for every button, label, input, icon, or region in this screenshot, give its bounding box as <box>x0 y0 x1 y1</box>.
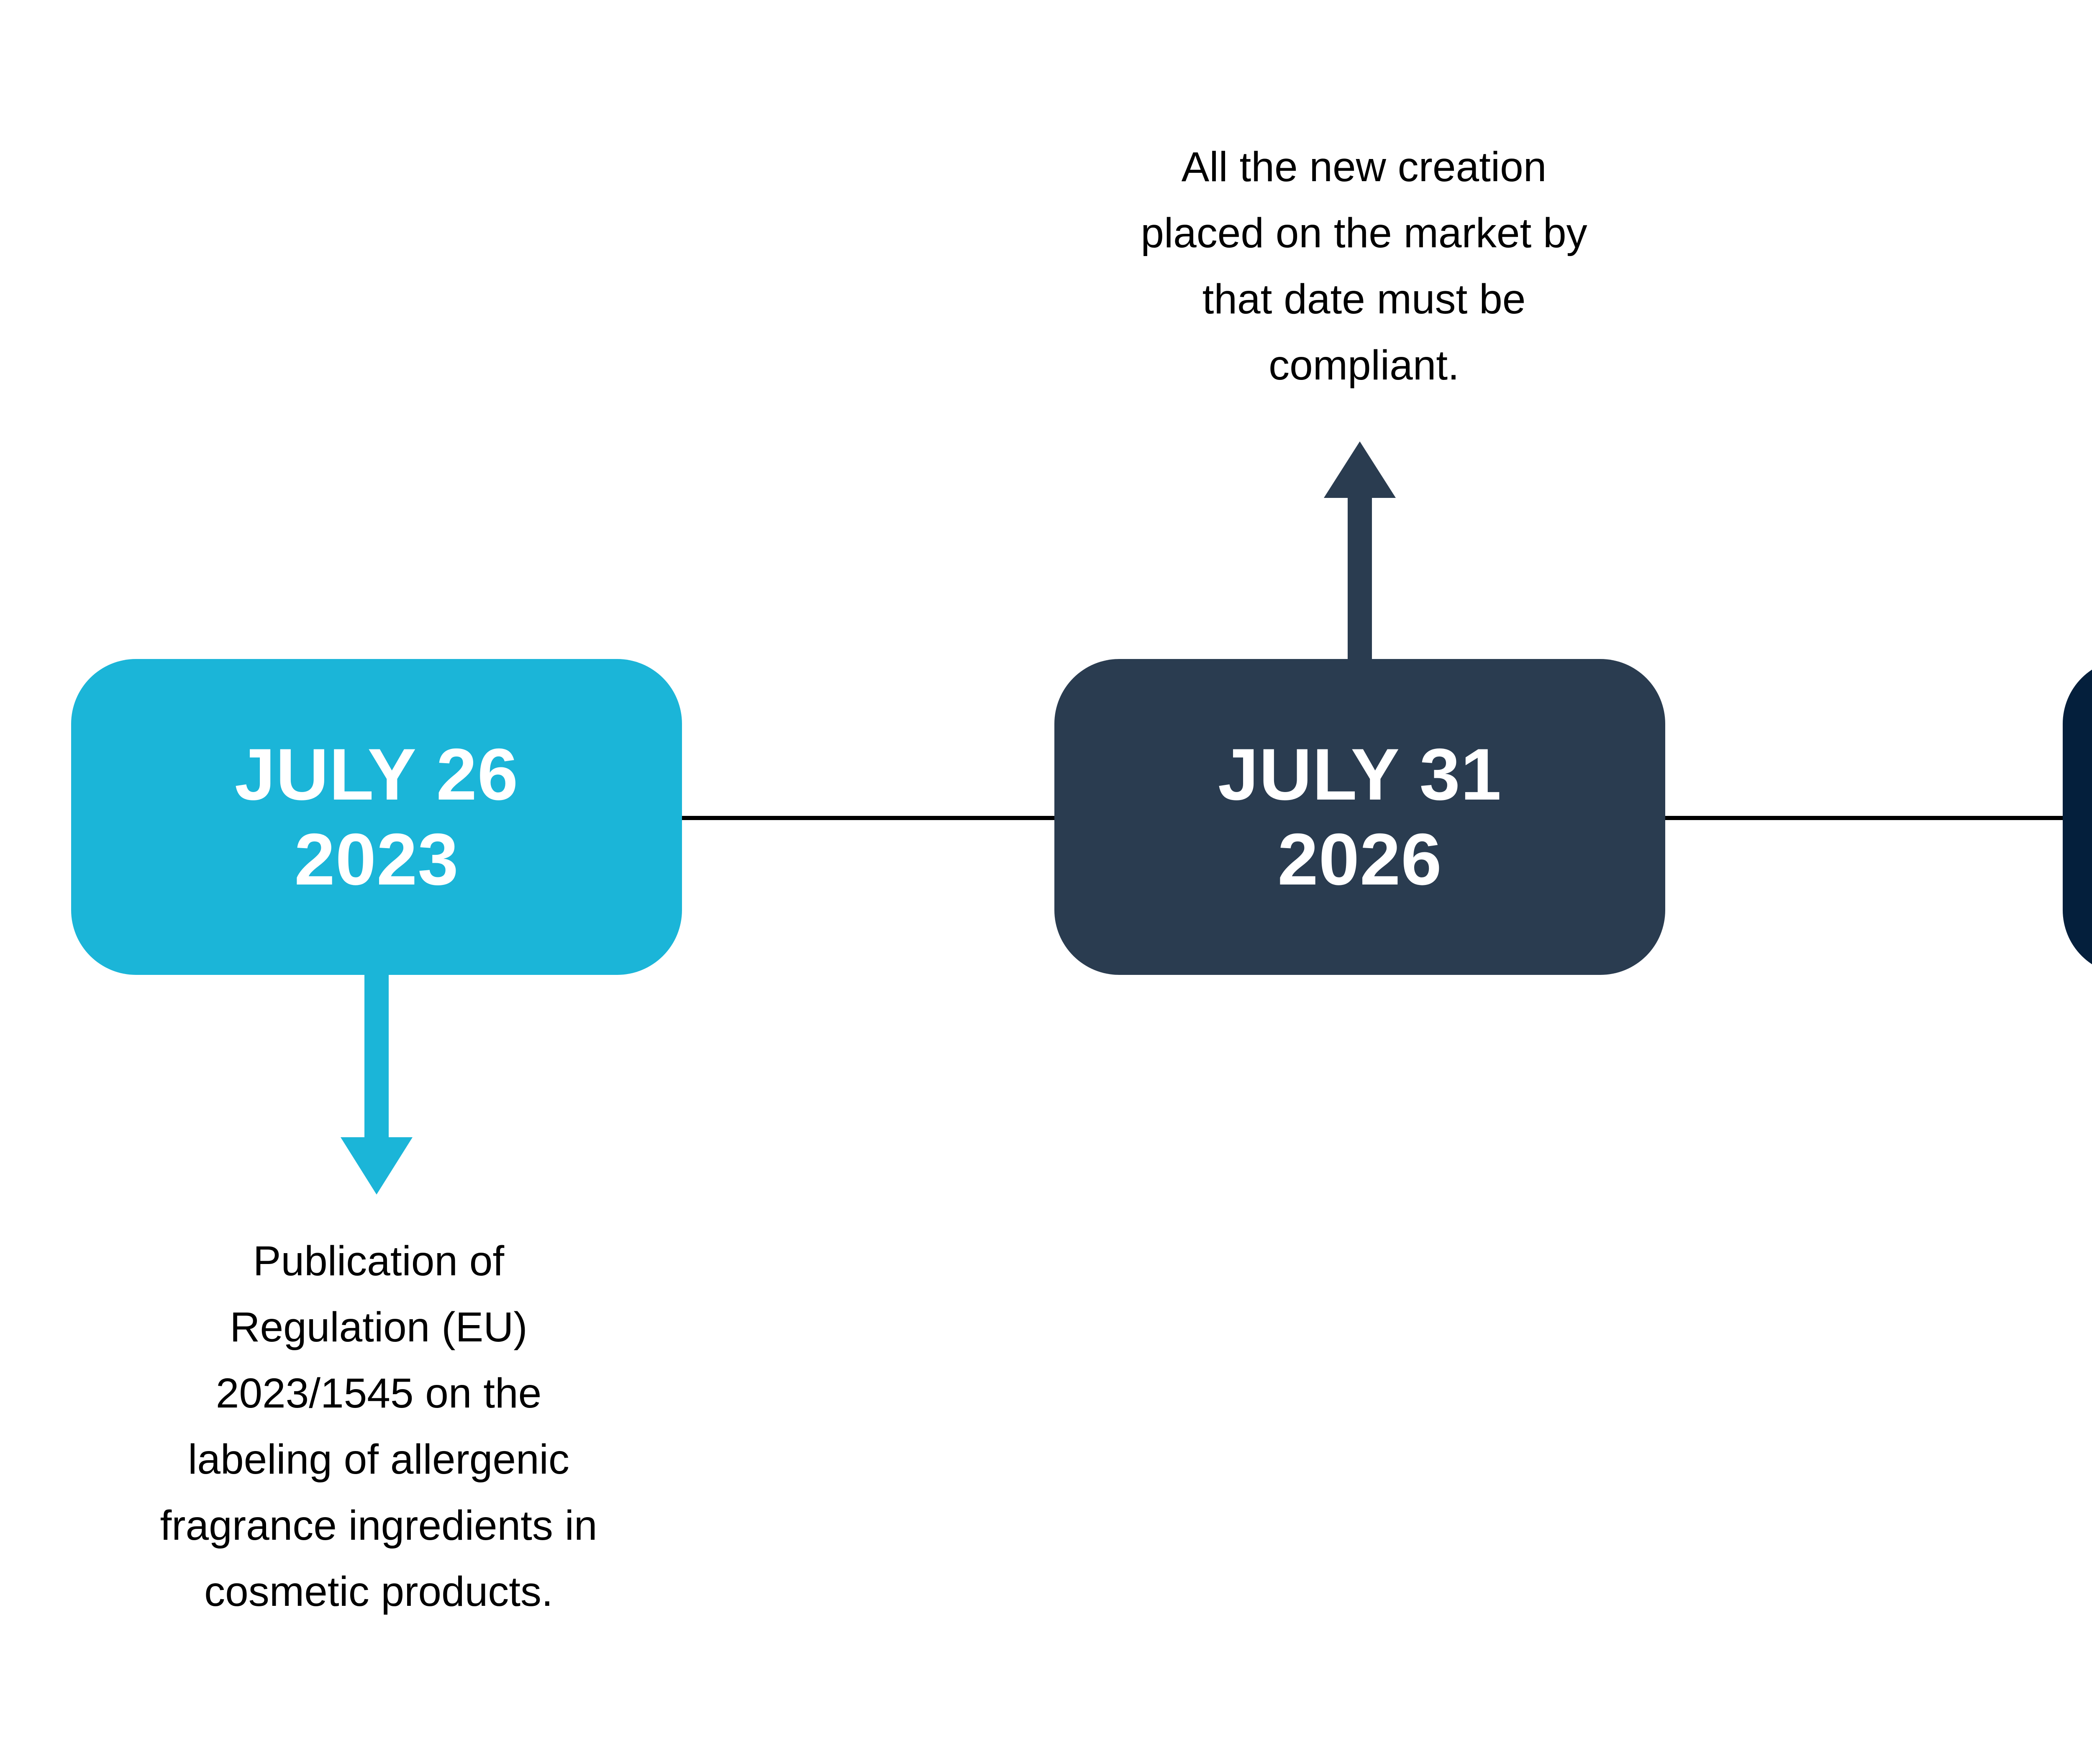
down-arrow-2023-head-icon <box>341 1137 413 1195</box>
milestone-date-label: JULY 31 2026 <box>1218 733 1502 900</box>
down-arrow-2023-shaft <box>364 973 389 1138</box>
up-arrow-2026-head-icon <box>1324 441 1396 498</box>
milestone-box-july-31-2028: JULY 31 2028 <box>2063 659 2092 975</box>
milestone-note-2023: Publication of Regulation (EU) 2023/1545… <box>160 1238 597 1615</box>
milestone-box-july-31-2026: JULY 31 2026 <box>1054 659 1665 975</box>
milestone-note-2028: Withdrawal from the market of non-compli… <box>1992 1228 2092 1426</box>
up-arrow-2026-shaft <box>1348 496 1372 661</box>
milestone-date-label: JULY 26 2023 <box>234 733 519 900</box>
milestone-box-july-26-2023: JULY 26 2023 <box>71 659 682 975</box>
milestone-note-2026: All the new creation placed on the marke… <box>1141 144 1587 389</box>
